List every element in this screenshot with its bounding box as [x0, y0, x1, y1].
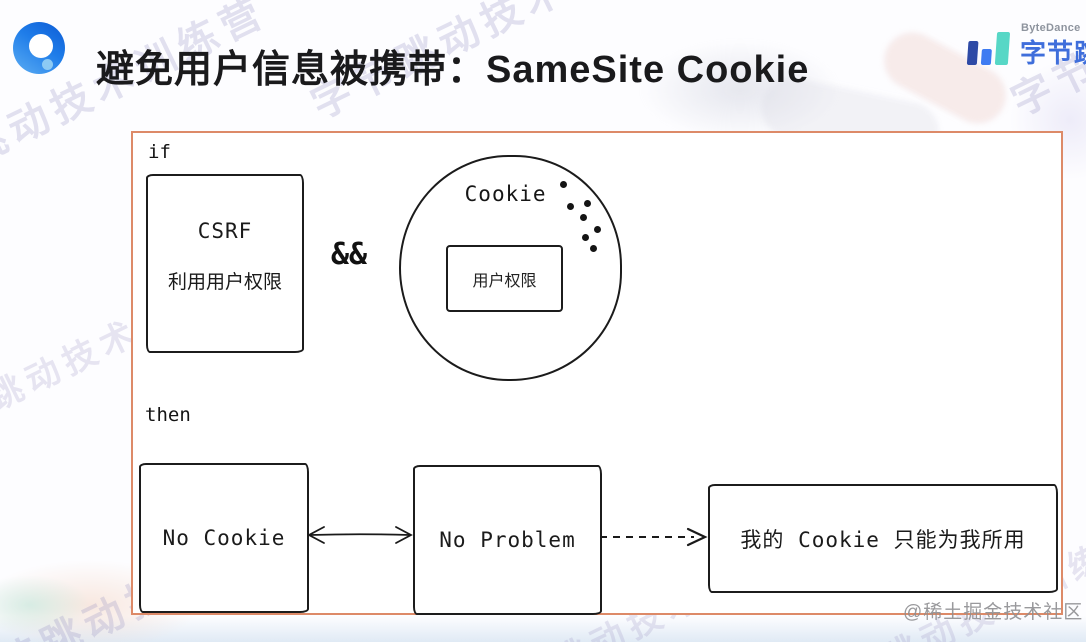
logo-dot: [42, 59, 53, 70]
csrf-sublabel: 利用用户权限: [167, 272, 282, 293]
bytedance-wordmark-cn: 字节跳动: [1020, 38, 1086, 68]
dashed-arrow: [600, 527, 708, 547]
no-cookie-box: No Cookie: [139, 463, 309, 613]
no-problem-box: No Problem: [413, 465, 602, 615]
community-credit: @稀土掘金技术社区: [903, 602, 1084, 623]
diagram-canvas: if CSRF 利用用户权限 && Cookie 用户权限 then No Co…: [131, 131, 1063, 615]
cookie-circle: Cookie 用户权限: [399, 155, 622, 381]
double-arrow: [307, 526, 413, 544]
bytedance-logo: ByteDance 字节跳动: [966, 20, 1086, 72]
cookie-label: Cookie: [464, 182, 547, 206]
user-permission-box: 用户权限: [446, 245, 563, 312]
if-keyword: if: [148, 141, 171, 163]
bytedance-bars-icon: [966, 31, 1015, 65]
logo-inner-circle: [29, 34, 53, 58]
csrf-label: CSRF: [197, 219, 253, 243]
then-keyword: then: [145, 404, 191, 426]
and-operator: &&: [331, 237, 368, 272]
qq-browser-logo-icon: [13, 22, 65, 74]
csrf-box: CSRF 利用用户权限: [146, 174, 304, 353]
page-title: 避免用户信息被携带：SameSite Cookie: [96, 49, 810, 92]
bytedance-wordmark-en: ByteDance: [1021, 22, 1081, 34]
teal-tint: [0, 575, 90, 635]
result-box: 我的 Cookie 只能为我所用: [708, 484, 1058, 593]
